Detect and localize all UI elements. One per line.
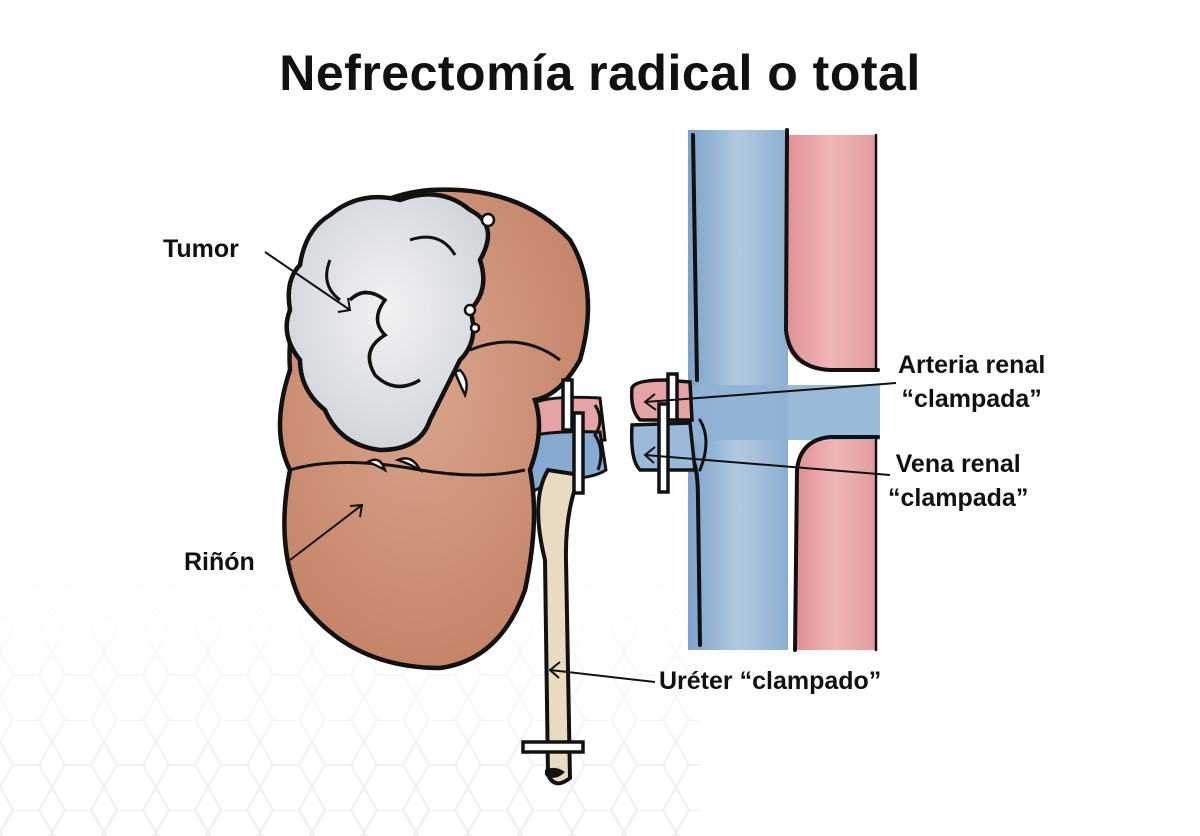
clamp-kidney-artery [561, 378, 574, 432]
vein-pointer-arrow [643, 446, 891, 476]
surgical-clamp-icons[interactable] [521, 372, 679, 754]
label-ureter: Uréter “clampado” [659, 667, 882, 695]
label-tumor: Tumor [163, 235, 239, 263]
kidney-pointer-arrow [289, 503, 364, 561]
label-vein-line2: “clampada” [888, 484, 1029, 512]
label-vein-line1: Vena renal [895, 450, 1021, 478]
pointer-lines [264, 251, 897, 683]
clamp-ureter [521, 740, 585, 754]
tumor [284, 192, 496, 474]
label-artery-line2: “clampada” [901, 385, 1042, 413]
ureter [536, 467, 583, 786]
vessel-outlines [691, 128, 880, 652]
label-kidney: Riñón [184, 548, 255, 576]
aorta [785, 135, 875, 650]
vena-cava [688, 130, 880, 650]
clamp-vessel-artery [666, 372, 679, 422]
label-vein: Vena renal “clampada” [888, 447, 1028, 515]
label-artery-line1: Arteria renal [898, 351, 1046, 379]
clamp-vessel-vein [657, 402, 670, 494]
artery-pointer-arrow [643, 382, 897, 411]
tumor-pointer-arrow [264, 251, 352, 313]
page-title: Nefrectomía radical o total [279, 45, 921, 101]
ureter-pointer-arrow [548, 661, 656, 683]
label-artery: Arteria renal “clampada” [898, 348, 1045, 416]
clamp-kidney-vein [572, 411, 585, 495]
